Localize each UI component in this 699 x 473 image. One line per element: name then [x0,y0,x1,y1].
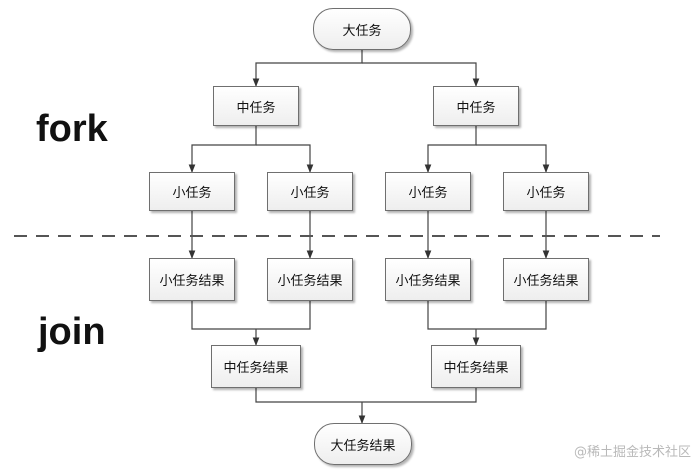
connector-mid-left-to-small-2 [256,144,314,173]
small-result-node-4: 小任务结果 [503,258,589,301]
small-task-node-3: 小任务 [385,172,471,211]
mid-result-left-node: 中任务结果 [211,345,301,388]
mid-task-left-node: 中任务 [213,86,299,126]
connector-mid-right-to-small-4 [476,144,550,173]
small-task-node-4: 小任务 [503,172,589,211]
watermark: @稀土掘金技术社区 [573,445,691,460]
connector-mid-left-to-small-1 [188,126,257,173]
big-result-node: 大任务结果 [314,423,412,465]
mid-result-right-node: 中任务结果 [431,345,521,388]
connector-results-3-4-to-mid-right [427,301,547,345]
mid-task-right-node: 中任务 [433,86,519,126]
fork-label: fork [36,108,108,150]
connector-mid-results-to-big-result [255,388,477,423]
join-label: join [38,311,106,353]
small-result-node-3: 小任务结果 [385,258,471,301]
small-task-node-2: 小任务 [267,172,353,211]
small-result-node-2: 小任务结果 [267,258,353,301]
connector-results-1-2-to-mid-left [191,301,311,345]
big-task-node: 大任务 [313,8,411,50]
connector-mid-right-to-small-3 [424,126,477,173]
small-task-node-1: 小任务 [149,172,235,211]
connector-big-to-mid-left [252,50,363,87]
connector-big-to-mid-right [362,62,480,87]
small-result-node-1: 小任务结果 [149,258,235,301]
